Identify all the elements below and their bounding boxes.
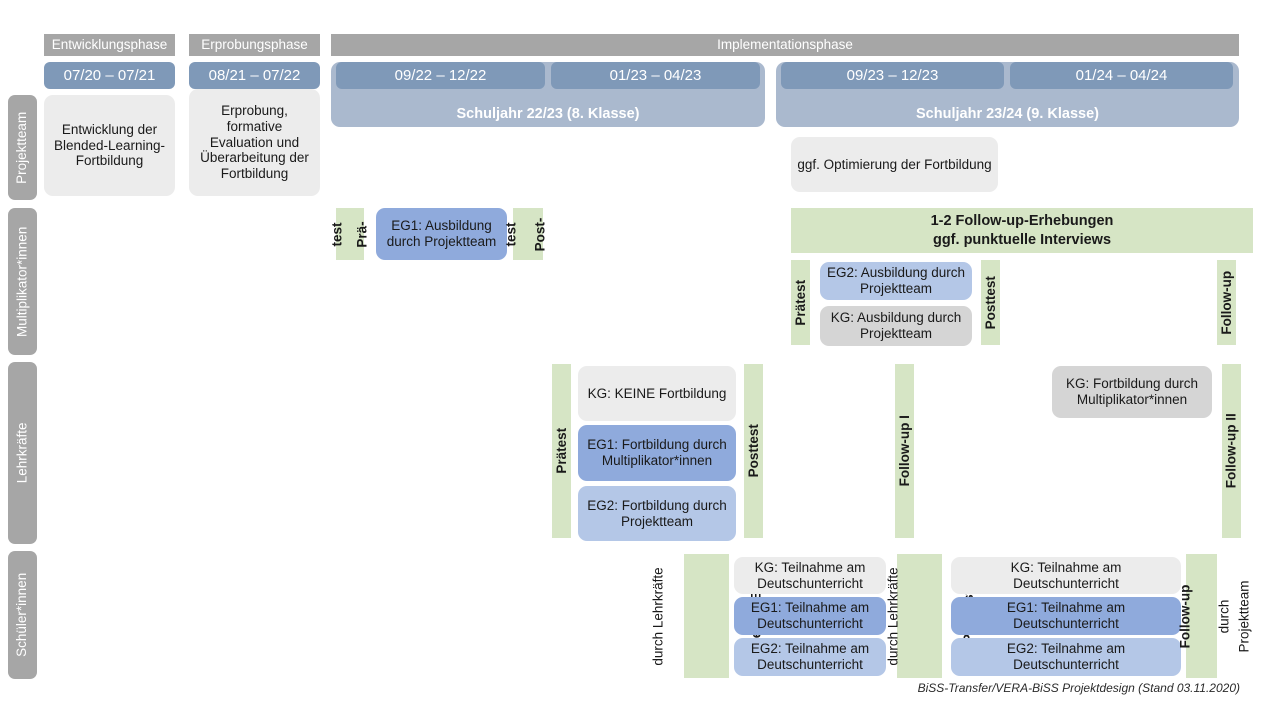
row-label-schuelerinnen: Schüler*innen [8,551,37,679]
phase-header-implementationsphase: Implementationsphase [331,34,1239,56]
period-label: 08/21 – 07/22 [208,66,301,84]
period-09-22-12-22: 09/22 – 12/22 [336,62,545,89]
followup-bold-text: Follow-up [1177,584,1193,648]
schueler-posttest: Posttest durch Lehrkräfte [885,554,976,678]
period-label: 09/23 – 12/23 [846,66,939,84]
schueler-eg1-box-1: EG1: Teilnahme am Deutschunterricht [734,597,886,635]
row-label-text: Schüler*innen [14,572,30,658]
multiplikatoren-praetest-1: Prä- test [329,208,370,260]
multiplikatoren-eg1-box: EG1: Ausbildung durch Projektteam [376,208,507,260]
period-08-21-07-22: 08/21 – 07/22 [189,62,320,89]
footer-credit: BiSS-Transfer/VERA-BiSS Projektdesign (S… [917,681,1240,695]
followup-text: Follow-up [1218,270,1234,335]
row-label-lehrkraefte: Lehrkräfte [8,362,37,544]
multiplikatoren-eg2-box: EG2: Ausbildung durch Projektteam [820,262,972,300]
schueler-followup-sub-2: Projektteam [1233,554,1255,678]
multiplikatoren-followup: Follow-up [1217,260,1236,345]
schueler-followup: Follow-up [1178,554,1217,678]
row-label-multiplikatorinnen: Multiplikator*innen [8,208,37,355]
banner-line-1: 1-2 Follow-up-Erhebungen [930,212,1114,229]
box-text: EG1: Ausbildung durch Projektteam [386,218,497,249]
period-01-23-04-23: 01/23 – 04/23 [551,62,760,89]
box-text: EG1: Teilnahme am Deutschunterricht [1006,600,1126,631]
schueler-eg2-box-1: EG2: Teilnahme am Deutschunterricht [734,638,886,676]
schoolyear-label: Schuljahr 22/23 (8. Klasse) [456,106,640,122]
posttest-text: Posttest [745,424,761,478]
schueler-kg-box-1: KG: Teilnahme am Deutschunterricht [734,557,886,594]
phase-label: Entwicklungsphase [51,37,168,53]
lehrkraefte-eg1-box: EG1: Fortbildung durch Multiplikator*inn… [578,425,736,481]
multiplikatoren-posttest-1: Post- test [504,208,548,260]
followup-text: Follow-up II [1223,413,1239,489]
projektteam-optimierung-box: ggf. Optimierung der Fortbildung [791,137,998,192]
schueler-kg-box-2: KG: Teilnahme am Deutschunterricht [951,557,1181,594]
box-text: EG2: Teilnahme am Deutschunterricht [750,641,870,672]
lehrkraefte-kg-keine-box: KG: KEINE Fortbildung [578,366,736,421]
posttest-sub-text: durch Lehrkräfte [885,566,901,666]
schoolyear-22-23-container: 09/22 – 12/22 01/23 – 04/23 Schuljahr 22… [331,62,765,127]
box-text: Entwicklung der Blended-Learning-Fortbil… [53,122,166,169]
praetest-text: Prätest [553,428,569,474]
row-label-text: Lehrkräfte [14,422,30,484]
multiplikatoren-followup-banner: 1-2 Follow-up-Erhebungen ggf. punktuelle… [791,208,1253,253]
box-text: KG: Teilnahme am Deutschunterricht [754,559,866,591]
period-label: 01/24 – 04/24 [1075,66,1168,84]
box-text: Erprobung, formative Evaluation und Über… [200,103,309,181]
row-label-projektteam: Projektteam [8,95,37,200]
row-label-text: Multiplikator*innen [14,226,30,337]
box-text: EG1: Fortbildung durch Multiplikator*inn… [587,437,727,468]
posttest-line-1: Post- [532,217,548,251]
box-text: ggf. Optimierung der Fortbildung [797,156,992,172]
multiplikatoren-posttest-2: Posttest [981,260,1000,345]
posttest-text: Posttest [982,275,998,330]
period-09-23-12-23: 09/23 – 12/23 [781,62,1004,89]
lehrkraefte-praetest: Prätest [552,364,571,538]
schueler-praetest-vera: Prätest (VERA) durch Lehrkräfte [651,554,763,678]
period-01-24-04-24: 01/24 – 04/24 [1010,62,1233,89]
praetest-line-2: test [329,221,345,247]
lehrkraefte-followup-1: Follow-up I [895,364,914,538]
followup-text: Follow-up I [896,415,912,487]
lehrkraefte-followup-2: Follow-up II [1222,364,1241,538]
schueler-followup-sub-1: durch [1213,554,1235,678]
multiplikatoren-kg-box: KG: Ausbildung durch Projektteam [820,306,972,346]
lehrkraefte-kg-fortbildung-box: KG: Fortbildung durch Multiplikator*inne… [1052,366,1212,418]
box-text: KG: KEINE Fortbildung [587,385,727,401]
period-07-20-07-21: 07/20 – 07/21 [44,62,175,89]
phase-header-erprobungsphase: Erprobungsphase [189,34,320,56]
box-text: KG: Fortbildung durch Multiplikator*inne… [1065,376,1199,407]
posttest-line-2: test [503,221,519,247]
lehrkraefte-eg2-box: EG2: Fortbildung durch Projektteam [578,486,736,541]
phase-header-entwicklungsphase: Entwicklungsphase [44,34,175,56]
phase-label: Erprobungsphase [201,37,308,53]
banner-line-2: ggf. punktuelle Interviews [932,231,1112,248]
multiplikatoren-praetest-2: Prätest [791,260,810,345]
box-text: EG2: Ausbildung durch Projektteam [826,265,966,296]
schueler-eg2-box-2: EG2: Teilnahme am Deutschunterricht [951,638,1181,676]
period-label: 09/22 – 12/22 [394,66,487,84]
box-text: EG1: Teilnahme am Deutschunterricht [750,600,870,631]
schoolyear-23-24-container: 09/23 – 12/23 01/24 – 04/24 Schuljahr 23… [776,62,1239,127]
period-label: 07/20 – 07/21 [63,66,156,84]
followup-sub-text-2: Projektteam [1236,579,1252,653]
projektteam-entwicklung-box: Entwicklung der Blended-Learning-Fortbil… [44,95,175,196]
projektteam-erprobung-box: Erprobung, formative Evaluation und Über… [189,89,320,196]
box-text: EG2: Fortbildung durch Projektteam [587,497,727,529]
box-text: KG: Ausbildung durch Projektteam [830,310,962,341]
period-label: 01/23 – 04/23 [609,66,702,84]
followup-sub-text-1: durch [1216,599,1232,633]
praetest-sub-text: durch Lehrkräfte [650,566,666,666]
box-text: EG2: Teilnahme am Deutschunterricht [1006,641,1126,672]
schueler-eg1-box-2: EG1: Teilnahme am Deutschunterricht [951,597,1181,635]
praetest-text: Prätest [792,279,808,326]
praetest-line-1: Prä- [354,220,370,248]
lehrkraefte-posttest: Posttest [744,364,763,538]
row-label-text: Projektteam [14,111,30,184]
schoolyear-label: Schuljahr 23/24 (9. Klasse) [916,106,1099,122]
box-text: KG: Teilnahme am Deutschunterricht [1010,559,1122,591]
phase-label: Implementationsphase [717,37,853,53]
